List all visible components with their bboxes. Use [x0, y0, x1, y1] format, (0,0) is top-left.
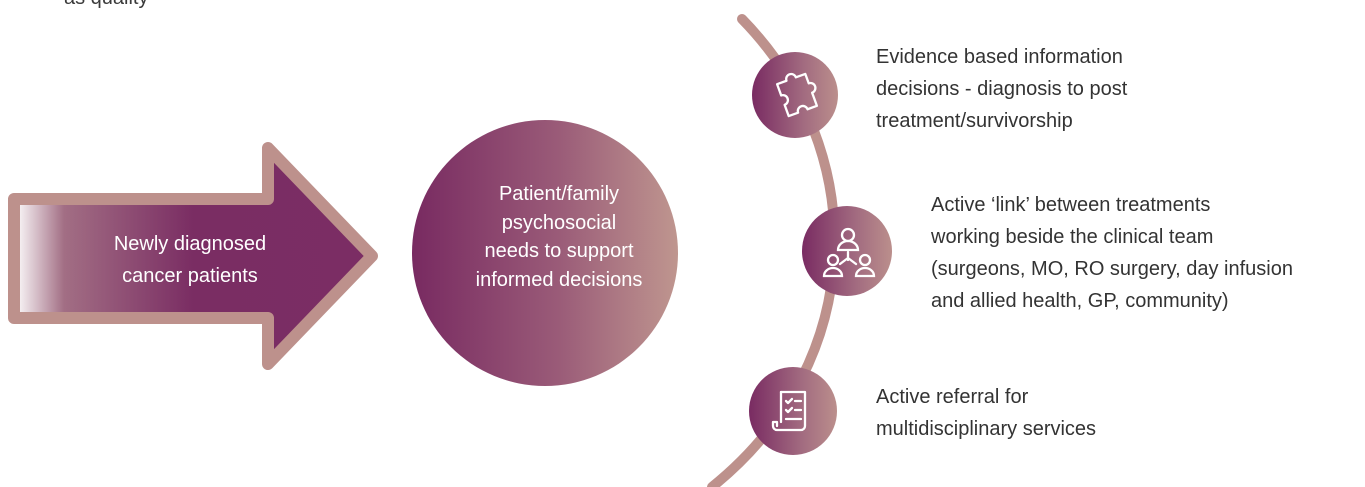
center-circle-label: Patient/family psychosocial needs to sup… [440, 180, 678, 294]
center-label-line: psychosocial [501, 211, 617, 234]
item-evidence-text: Evidence based information decisions - d… [876, 41, 1127, 137]
arrow-label-line: Newly diagnosed [113, 233, 267, 255]
item-referral-text: Active referral for multidisciplinary se… [876, 381, 1096, 445]
center-label-line: needs to support [484, 240, 634, 262]
icon-badge-checklist [749, 367, 837, 455]
item-text-line: Active referral for [876, 386, 1029, 408]
puzzle-piece-icon [775, 72, 819, 118]
item-text-line: working beside the clinical team [931, 226, 1214, 248]
item-link-text: Active ‘link’ between treatments working… [931, 189, 1293, 317]
arrow-shape [8, 142, 378, 370]
arrow-label-line: cancer patients [122, 265, 258, 287]
icon-badge-team [802, 206, 892, 296]
item-text-line: Active ‘link’ between treatments [931, 194, 1211, 216]
center-circle [412, 120, 678, 386]
item-text-line: (surgeons, MO, RO surgery, day infusion [931, 258, 1293, 280]
center-label-line: informed decisions [475, 268, 643, 291]
top-cut-text: as quality [64, 0, 149, 10]
team-network-icon [822, 227, 876, 278]
item-text-line: multidisciplinary services [876, 418, 1097, 440]
icon-badge-puzzle [752, 52, 838, 138]
item-text-line: and allied health, GP, community) [931, 290, 1229, 312]
item-text-line: treatment/survivorship [876, 110, 1073, 132]
center-label-line: Patient/family [498, 183, 620, 205]
item-text-line: decisions - diagnosis to post [876, 78, 1128, 100]
arrow-label: Newly diagnosed cancer patients [80, 228, 300, 292]
checklist-document-icon [771, 390, 807, 432]
item-text-line: Evidence based information [876, 46, 1123, 68]
